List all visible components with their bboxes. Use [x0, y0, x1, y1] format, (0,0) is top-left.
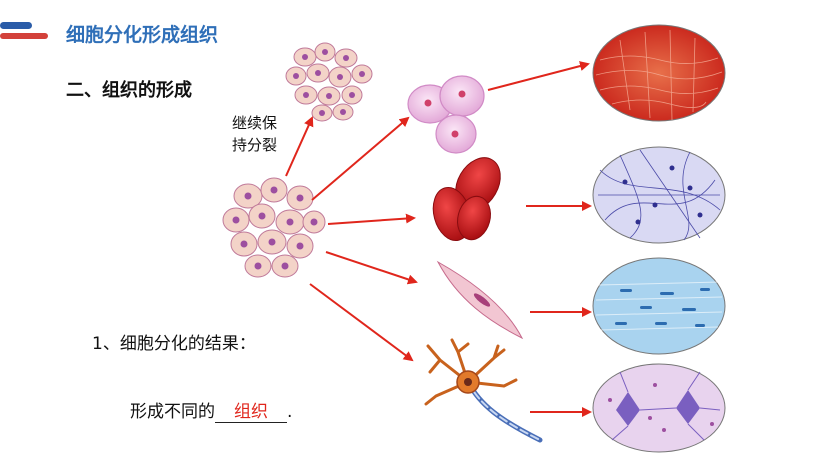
sentence-suffix: .	[287, 402, 293, 422]
epithelial-tissue-micrograph	[592, 24, 726, 122]
arrow-to-blood	[327, 213, 416, 225]
muscle-cell	[436, 260, 524, 340]
header-deco-red-bar	[0, 33, 48, 39]
red-blood-cells	[432, 157, 501, 241]
arrow-to-epithelial	[311, 116, 410, 201]
note-line-2: 持分裂	[232, 136, 278, 154]
arrows	[285, 61, 592, 417]
arrow-to-dividing	[285, 116, 314, 177]
nerve-cell	[424, 338, 543, 443]
answer-blank: 组织	[215, 402, 287, 423]
sentence-prefix: 形成不同的	[130, 402, 215, 422]
dividing-cells-cluster	[285, 42, 373, 122]
section-heading: 二、组织的形成	[66, 80, 192, 101]
arrow-to-muscle	[325, 251, 418, 285]
nerve-tissue-micrograph	[592, 363, 726, 453]
parent-cell-cluster	[222, 177, 326, 278]
epithelial-cells	[407, 75, 485, 154]
muscle-tissue-micrograph	[592, 257, 726, 355]
connective-tissue-micrograph	[592, 146, 726, 244]
continue-dividing-note: 继续保 持分裂	[232, 112, 277, 156]
note-line-1: 继续保	[232, 114, 278, 132]
result-heading: 1、细胞分化的结果：	[92, 334, 256, 354]
arrow-to-nerve	[309, 283, 414, 362]
page-title: 细胞分化形成组织	[66, 24, 219, 46]
arrow-epithelial-tissue	[487, 61, 590, 91]
result-sentence: 形成不同的组织.	[130, 397, 292, 423]
header-deco-blue-bar	[0, 22, 32, 29]
